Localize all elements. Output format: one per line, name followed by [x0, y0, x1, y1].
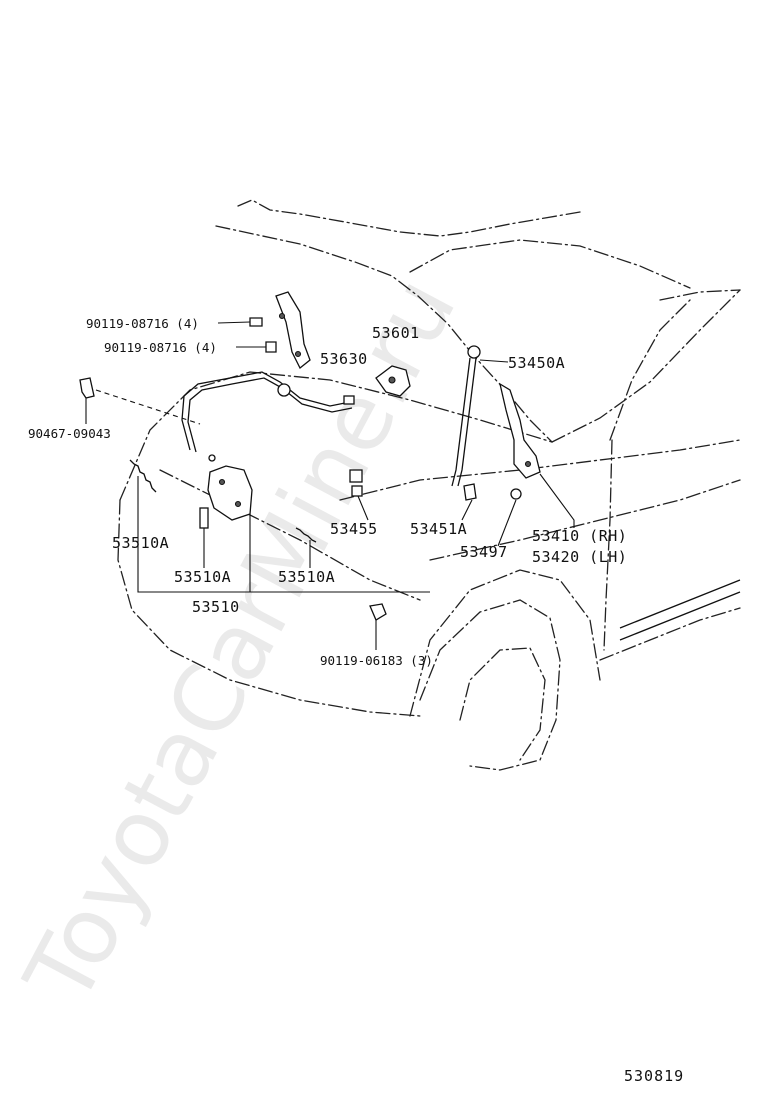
- side-trim-lower: [619, 591, 741, 641]
- label-clip: 90467-09043: [28, 426, 111, 441]
- car-body-outline: [117, 199, 741, 771]
- bolt-lower-shape: [265, 341, 277, 353]
- side-trim-upper: [619, 579, 741, 629]
- hood-rear: [551, 289, 741, 443]
- windshield-outline: [659, 289, 741, 301]
- cushion-leader: [497, 499, 517, 547]
- hinge-right-part: [499, 382, 575, 528]
- label-lock-striker: 53510A: [174, 568, 231, 586]
- hinge-right-bolt: [524, 460, 532, 468]
- support-rod-leader: [479, 359, 509, 363]
- wheel-arch: [409, 569, 601, 717]
- hood-lock-part: [129, 459, 430, 593]
- cable-line-a: [181, 371, 351, 451]
- grommet-part: [349, 469, 369, 521]
- cushion-shape: [510, 488, 522, 500]
- hood-lock-bolt-b: [234, 500, 242, 508]
- hinge-left-bolt-a: [278, 312, 286, 320]
- hinge-left-body: [275, 291, 311, 370]
- label-hinge-lh: 53420 (LH): [532, 548, 627, 566]
- label-support-rod: 53450A: [508, 354, 565, 372]
- cable-clip: [343, 395, 355, 405]
- clip-part: [79, 377, 201, 425]
- fender-line: [429, 479, 741, 561]
- bolt-bottom-shape: [369, 603, 387, 621]
- bolt-bottom-part: [369, 603, 387, 650]
- tire-outer: [419, 599, 561, 771]
- label-lock-assembly: 53510: [192, 598, 240, 616]
- rod-holder-part: [461, 483, 477, 521]
- cushion-part: [497, 488, 522, 547]
- striker-shape: [199, 507, 209, 529]
- hood-lock-body: [207, 465, 253, 521]
- release-cable: [181, 371, 355, 462]
- cable-end-fitting: [277, 383, 291, 397]
- label-cushion: 53497: [460, 543, 508, 561]
- label-lock-spring-right: 53510A: [278, 568, 335, 586]
- cable-line-b: [187, 377, 353, 453]
- label-hinge-rh: 53410 (RH): [532, 527, 627, 545]
- release-lever-part: [375, 365, 411, 397]
- hinge-left-part: [275, 291, 311, 370]
- hood-outline: [237, 199, 581, 237]
- front-bumper: [117, 499, 421, 717]
- diagram-code: 530819: [624, 1067, 684, 1085]
- lock-assembly-bracket: [137, 476, 430, 593]
- support-rod-top: [467, 345, 481, 359]
- label-bolt-upper: 90119-08716 (4): [86, 316, 199, 331]
- hinge-bolts: [217, 317, 277, 353]
- spring-left: [129, 459, 157, 493]
- bolt-upper-shape: [249, 317, 263, 327]
- rod-holder-leader: [461, 499, 473, 521]
- label-rod-holder: 53451A: [410, 520, 467, 538]
- bolt-upper-leader: [217, 321, 251, 324]
- door-front-edge: [603, 439, 613, 651]
- support-rod-line-2: [457, 357, 477, 487]
- label-lock-spring-left: 53510A: [112, 534, 169, 552]
- hinge-right-body: [499, 382, 541, 479]
- release-lever-pivot: [388, 376, 396, 384]
- a-pillar: [609, 299, 691, 441]
- fender-top: [339, 439, 741, 501]
- label-grommet: 53455: [330, 520, 378, 538]
- label-bolt-lower: 90119-08716 (4): [104, 340, 217, 355]
- support-rod-line: [451, 357, 471, 487]
- hood-edge-left: [215, 225, 553, 443]
- tire-inner: [459, 647, 546, 761]
- hood-lock-bolt-a: [218, 478, 226, 486]
- label-bolt-bottom: 90119-06183 (3): [320, 653, 433, 668]
- hood-edge-right: [409, 239, 691, 289]
- clip-shape: [79, 377, 95, 399]
- cable-tip: [208, 454, 216, 462]
- spring-right: [295, 527, 317, 543]
- hinge-right-leader: [539, 473, 575, 528]
- label-cable: 53630: [320, 350, 368, 368]
- rod-holder-shape: [463, 483, 477, 501]
- clip-dash-line: [95, 389, 201, 425]
- part-labels: 90119-08716 (4) 90119-08716 (4) 90467-09…: [28, 316, 684, 1085]
- bumper-lower: [159, 469, 421, 601]
- grommet-shape-top: [349, 469, 363, 483]
- grommet-leader: [357, 495, 369, 521]
- label-release-lever: 53601: [372, 324, 420, 342]
- door-line: [599, 607, 741, 661]
- grommet-shape-bottom: [351, 485, 363, 497]
- hinge-left-bolt-b: [294, 350, 302, 358]
- support-rod-part: [451, 345, 509, 487]
